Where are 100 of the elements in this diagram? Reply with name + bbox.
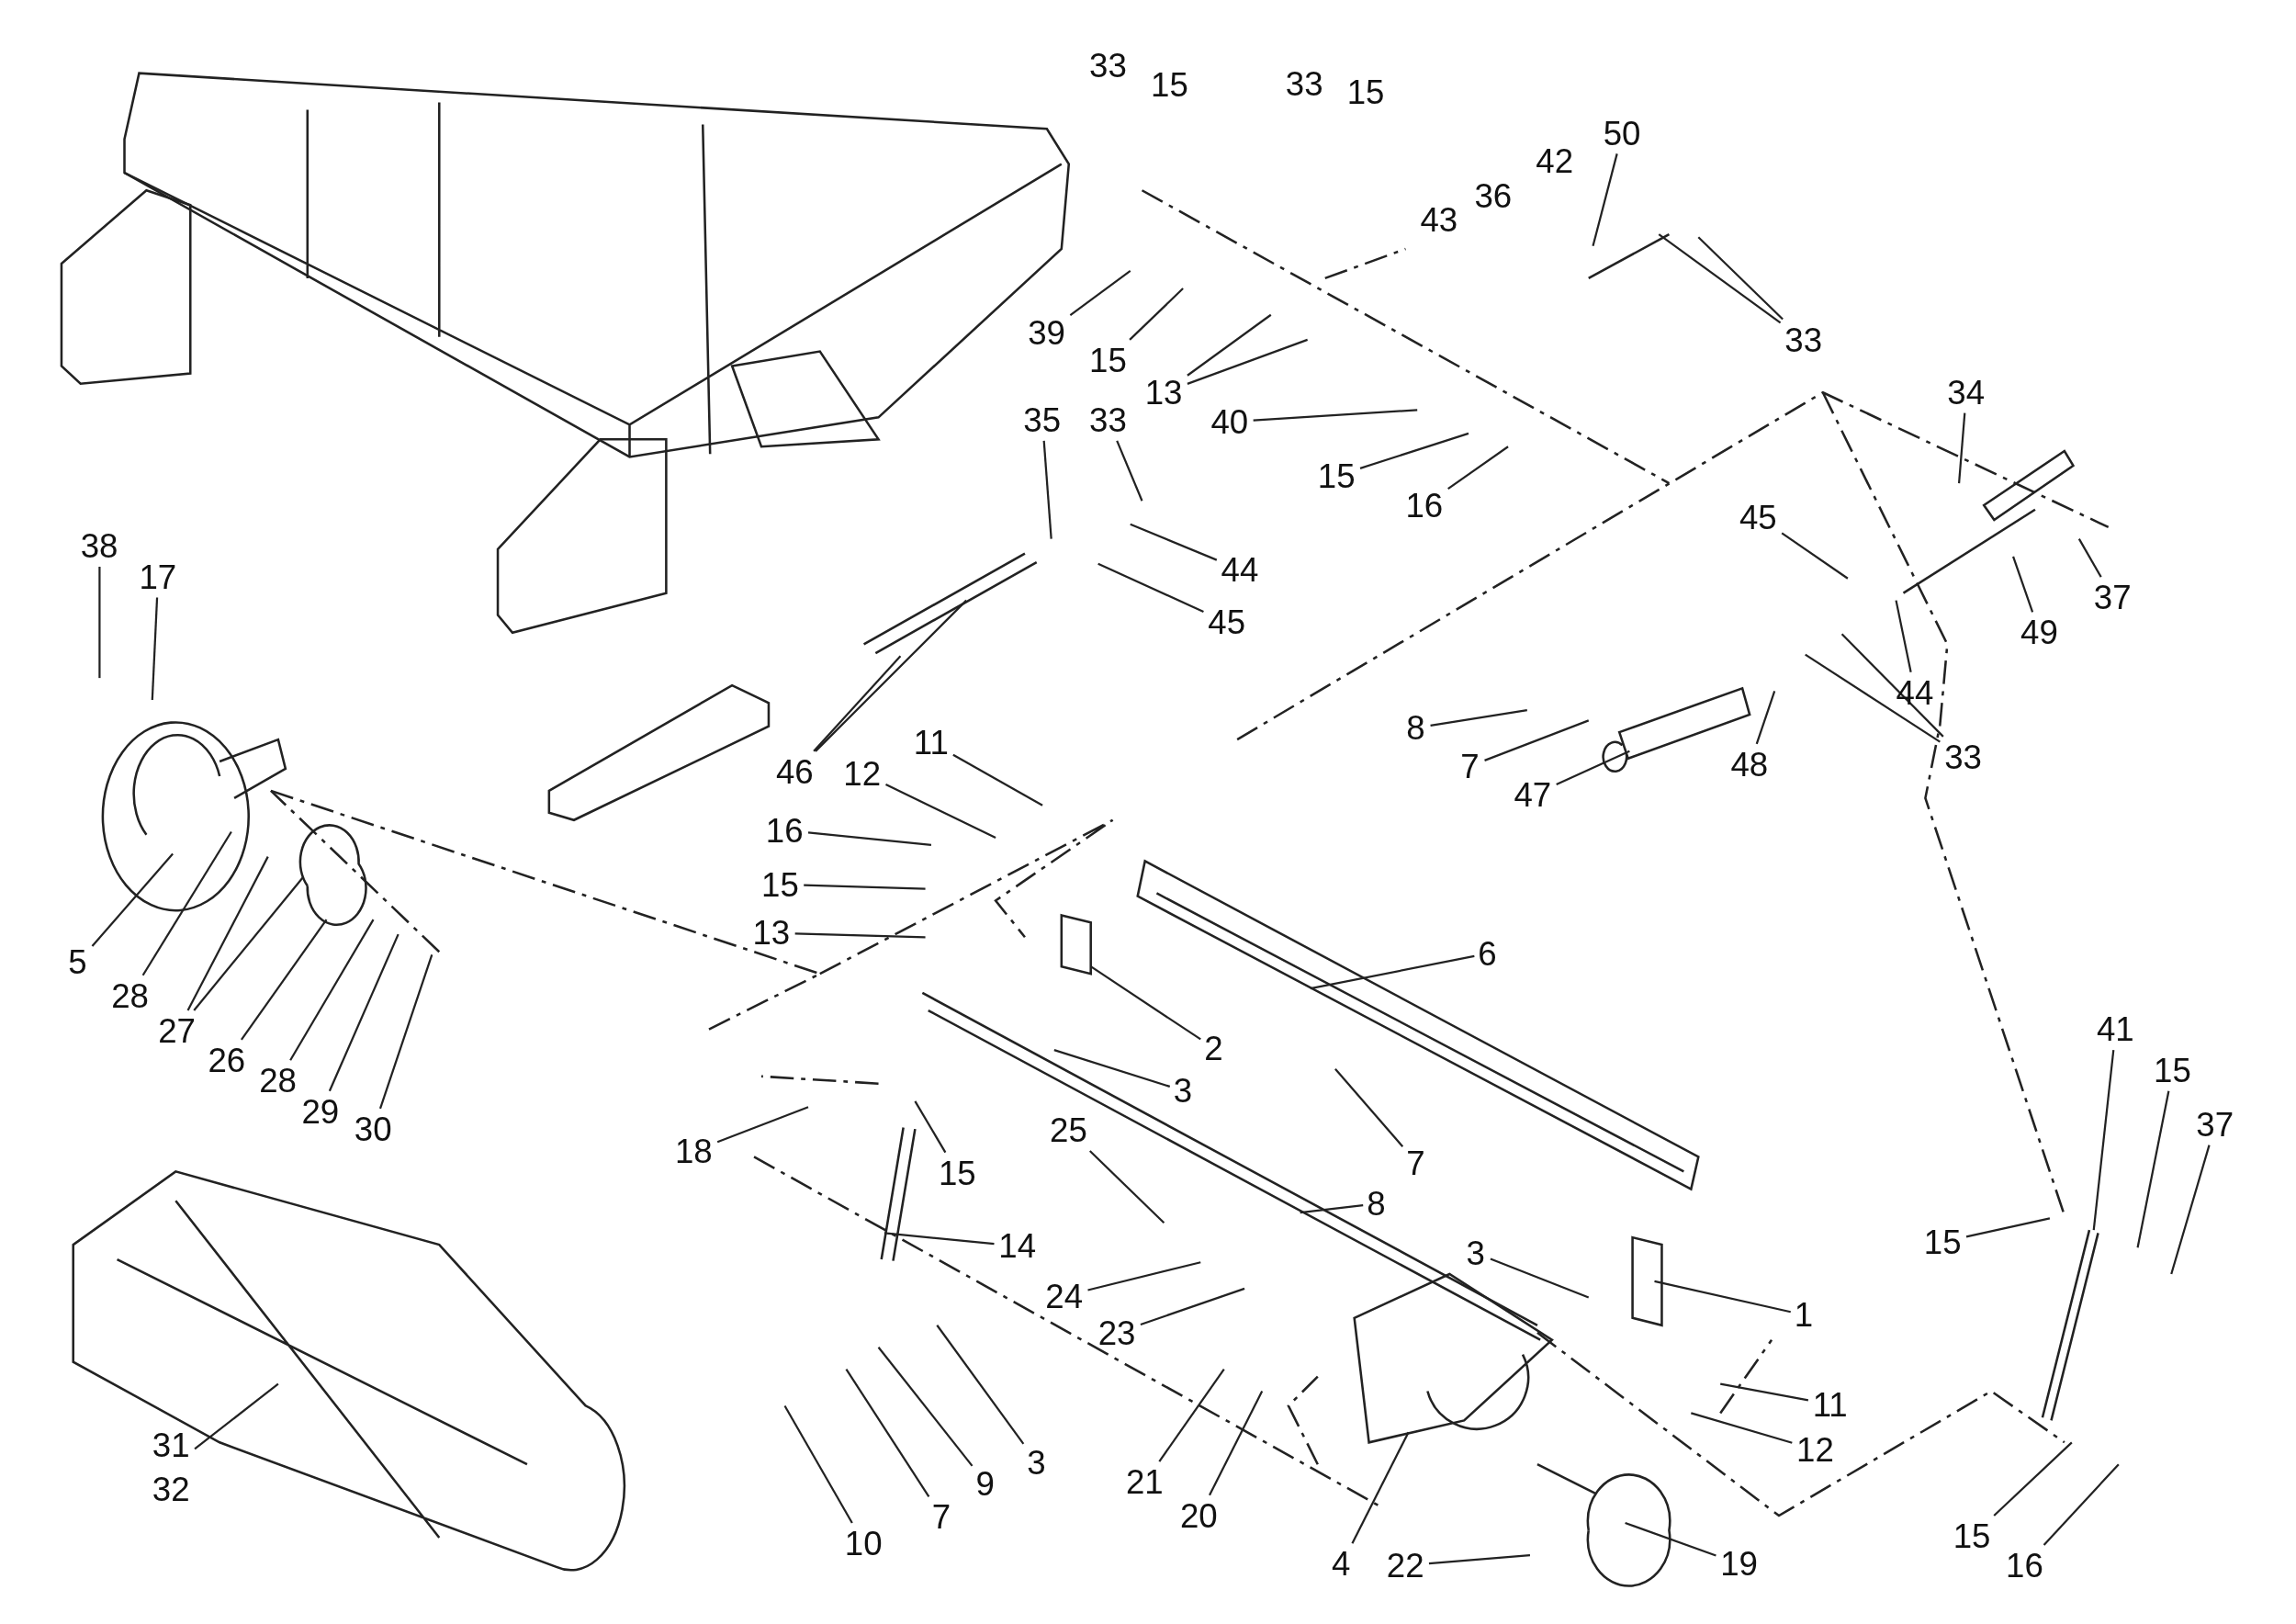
- leader-line: [1697, 236, 1784, 321]
- leader-line: [1428, 1553, 1531, 1565]
- leader-line: [1187, 338, 1309, 385]
- leader-line: [1158, 1368, 1225, 1462]
- callout-number: 22: [1385, 1548, 1426, 1584]
- callout-number: 20: [1178, 1497, 1220, 1534]
- leader-line: [151, 597, 159, 701]
- callout-number: 33: [1088, 48, 1128, 84]
- callout-number: 33: [1284, 65, 1324, 101]
- callout-number: 46: [774, 754, 816, 790]
- leader-line: [378, 954, 433, 1110]
- leader-line: [1957, 412, 1966, 484]
- leader-line: [1895, 600, 1912, 672]
- callout-number: 32: [151, 1472, 191, 1507]
- callout-number: 3: [1025, 1445, 1048, 1481]
- callout-number: 34: [1945, 375, 1986, 411]
- callout-number: 30: [353, 1111, 394, 1147]
- callout-number: 33: [1942, 739, 1984, 775]
- leader-line: [1042, 440, 1052, 539]
- leader-line: [1658, 233, 1782, 324]
- leader-line: [98, 566, 101, 679]
- callout-number: 11: [1811, 1386, 1850, 1422]
- leader-line: [1053, 1049, 1171, 1088]
- leader-line: [952, 753, 1043, 806]
- callout-number: 17: [137, 559, 178, 595]
- leader-line: [1310, 954, 1475, 990]
- leader-line: [1654, 1280, 1791, 1314]
- leader-line: [877, 1347, 974, 1467]
- leader-line: [1088, 1150, 1165, 1224]
- callout-number: 15: [2152, 1053, 2193, 1088]
- leader-line: [193, 876, 304, 1011]
- callout-number: 37: [2194, 1107, 2235, 1143]
- leader-line: [1351, 1431, 1410, 1544]
- leader-line: [1187, 313, 1272, 377]
- callout-number: 27: [156, 1013, 197, 1049]
- callout-number: 44: [1894, 674, 1935, 711]
- callout-number: 49: [2019, 615, 2060, 650]
- callout-number: 1: [1793, 1297, 1815, 1333]
- leader-line: [1781, 532, 1849, 580]
- leader-line: [2092, 1049, 2115, 1231]
- callout-number: 3: [1465, 1235, 1487, 1271]
- leader-line: [240, 919, 328, 1041]
- callout-number: 11: [912, 725, 951, 761]
- leader-line: [1087, 1261, 1201, 1291]
- leader-line: [2012, 556, 2034, 613]
- callout-number: 4: [1330, 1546, 1352, 1582]
- leader-line: [1130, 523, 1218, 561]
- callout-number: 7: [1458, 748, 1481, 784]
- callout-number: 45: [1738, 499, 1779, 535]
- leader-line: [794, 932, 926, 939]
- callout-number: 35: [1021, 402, 1063, 438]
- leader-line: [328, 933, 400, 1092]
- callout-number: 16: [1403, 487, 1445, 524]
- leader-line: [716, 1106, 809, 1144]
- leader-line: [807, 831, 932, 846]
- callout-number: 10: [843, 1526, 884, 1562]
- callout-number: 15: [1345, 74, 1386, 110]
- callout-number: 33: [1783, 321, 1824, 357]
- callout-number: 15: [1150, 67, 1189, 103]
- callout-number: 23: [1097, 1314, 1138, 1350]
- leader-line: [194, 1382, 279, 1450]
- leader-line: [1755, 691, 1776, 745]
- leader-line: [1484, 719, 1590, 761]
- leader-line: [186, 856, 269, 1011]
- callout-number: 15: [1952, 1518, 1993, 1554]
- leader-line: [1805, 653, 1941, 743]
- callout-number: 15: [937, 1155, 978, 1191]
- callout-number: 31: [151, 1427, 191, 1463]
- callout-number: 44: [1220, 552, 1260, 588]
- callout-number: 41: [2095, 1011, 2136, 1047]
- leader-line: [1300, 1204, 1364, 1214]
- callout-number: 24: [1043, 1278, 1085, 1314]
- leader-line: [885, 784, 996, 839]
- callout-number: 39: [1026, 314, 1067, 350]
- leader-line: [1691, 1412, 1793, 1444]
- leader-line: [1592, 153, 1618, 247]
- callout-number: 45: [1206, 604, 1247, 640]
- callout-number: 15: [1087, 343, 1129, 378]
- callout-number: 19: [1718, 1546, 1760, 1582]
- leader-line: [141, 830, 232, 976]
- callout-number: 28: [257, 1063, 298, 1099]
- leader-line: [289, 919, 375, 1061]
- leader-line: [91, 852, 174, 947]
- leader-line: [2170, 1145, 2211, 1275]
- callout-number: 28: [109, 977, 151, 1014]
- leader-line: [1430, 709, 1527, 727]
- callout-number: 7: [930, 1499, 952, 1535]
- leader-line: [1129, 288, 1184, 341]
- callout-number: 37: [2092, 580, 2133, 615]
- callout-number: 43: [1419, 202, 1459, 238]
- leader-line: [783, 1404, 853, 1524]
- leader-line: [1625, 1521, 1716, 1557]
- leader-line: [813, 655, 902, 752]
- callout-number: 9: [974, 1465, 996, 1502]
- callout-number: 13: [750, 915, 792, 951]
- leader-line: [1334, 1068, 1404, 1147]
- leader-line: [2043, 1463, 2120, 1546]
- leader-line: [1359, 432, 1469, 469]
- leader-line: [1253, 409, 1418, 422]
- leader-line: [2077, 538, 2102, 578]
